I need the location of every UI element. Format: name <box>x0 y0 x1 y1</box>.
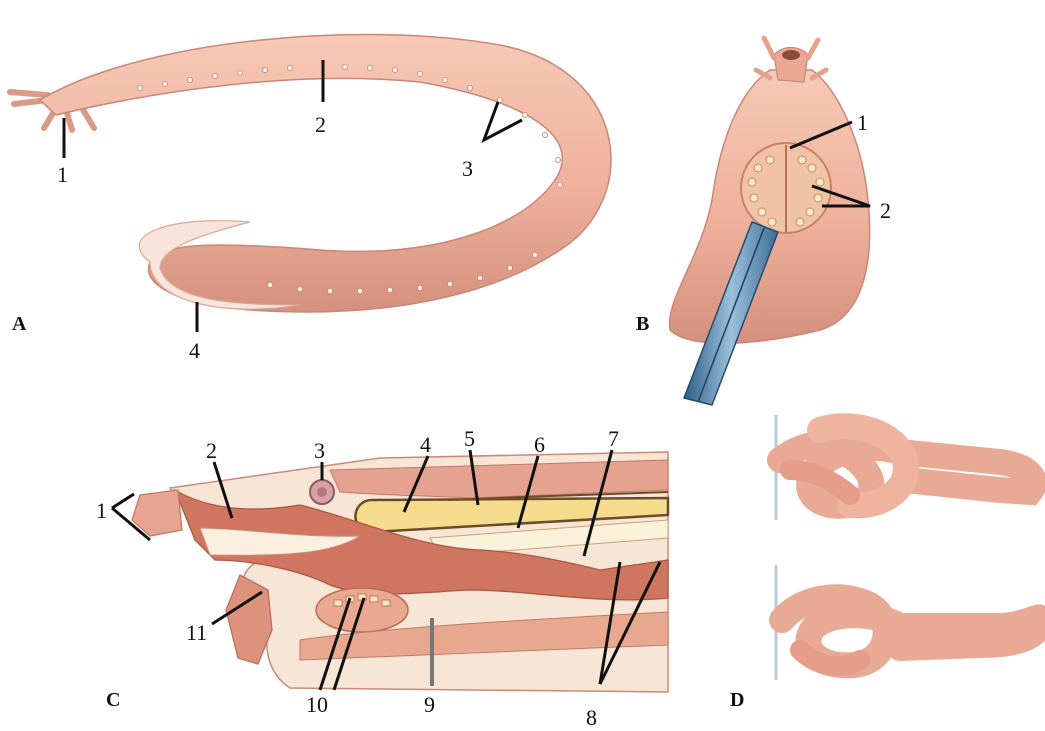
knotted-hagfish-bottom <box>782 597 1042 666</box>
label-c-2: 2 <box>206 438 217 463</box>
label-a-2: 2 <box>315 112 326 137</box>
knotted-hagfish-top <box>780 426 1034 506</box>
panel-letter-a: A <box>12 313 27 335</box>
label-b-1: 1 <box>857 110 868 135</box>
label-c-9: 9 <box>424 692 435 717</box>
label-c-4: 4 <box>420 432 431 457</box>
label-a-4: 4 <box>189 338 200 363</box>
label-c-10: 10 <box>306 692 328 717</box>
label-c-3: 3 <box>314 438 325 463</box>
nostril <box>782 50 800 60</box>
panel-letter-b: B <box>636 313 649 335</box>
label-c-1: 1 <box>96 498 107 523</box>
panel-d: D <box>730 415 1042 711</box>
label-a-3: 3 <box>462 156 473 181</box>
panel-letter-c: C <box>106 689 120 711</box>
brain-center <box>317 487 327 497</box>
label-c-5: 5 <box>464 426 475 451</box>
oral-tentacles <box>132 490 182 536</box>
hagfish-body <box>40 34 611 311</box>
label-c-6: 6 <box>534 432 545 457</box>
label-c-11: 11 <box>186 620 207 645</box>
panel-a: 1 2 3 4 A <box>10 34 611 363</box>
label-c-7: 7 <box>608 426 619 451</box>
label-c-8: 8 <box>586 705 597 730</box>
label-a-1: 1 <box>57 162 68 187</box>
panel-b: 1 2 B <box>636 38 891 405</box>
label-b-2: 2 <box>880 198 891 223</box>
ventral-tentacles <box>226 575 272 664</box>
panel-letter-d: D <box>730 689 744 711</box>
panel-c: 1 2 3 4 5 6 7 8 9 10 11 C <box>96 426 668 730</box>
